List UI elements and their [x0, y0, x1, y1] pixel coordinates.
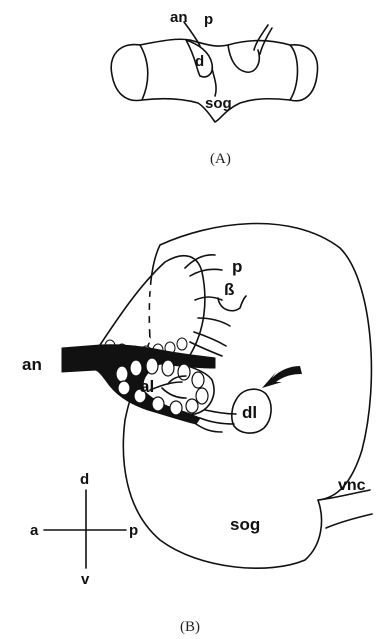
panel-b-caption: (B): [180, 619, 200, 635]
panel-a-left-lobe: [111, 45, 142, 101]
panel-b-arrow: [262, 366, 302, 388]
compass-ventral-label: v: [81, 571, 90, 588]
compass-dorsal-label: d: [80, 471, 89, 488]
panel-b-label-sog: sog: [230, 515, 260, 534]
panel-a-label-d: d: [195, 53, 204, 70]
panel-a-label-an: an: [170, 9, 188, 26]
panel-b-al-dl-tract-2: [200, 418, 234, 424]
panel-a-label-p: p: [204, 11, 213, 28]
panel-a: an p d sog (A): [111, 9, 317, 167]
panel-a-midline: [212, 68, 216, 96]
panel-b: p ß an al dl sog vnc d v a p (B): [22, 224, 372, 635]
panel-b-al-dl-tract-3: [196, 424, 222, 432]
panel-b-label-p: p: [232, 257, 242, 276]
panel-b-label-al: al: [140, 377, 154, 396]
panel-a-caption: (A): [210, 151, 231, 167]
panel-b-label-vnc: vnc: [338, 477, 366, 494]
panel-b-label-dl: dl: [242, 403, 257, 422]
panel-b-label-beta: ß: [224, 280, 234, 299]
compass-anterior-label: a: [30, 522, 39, 539]
orientation-compass: d v a p: [30, 471, 138, 588]
panel-b-vnc-lower: [326, 514, 372, 528]
panel-b-label-an: an: [22, 355, 42, 374]
compass-posterior-label: p: [129, 522, 138, 539]
panel-a-label-sog: sog: [205, 95, 232, 112]
